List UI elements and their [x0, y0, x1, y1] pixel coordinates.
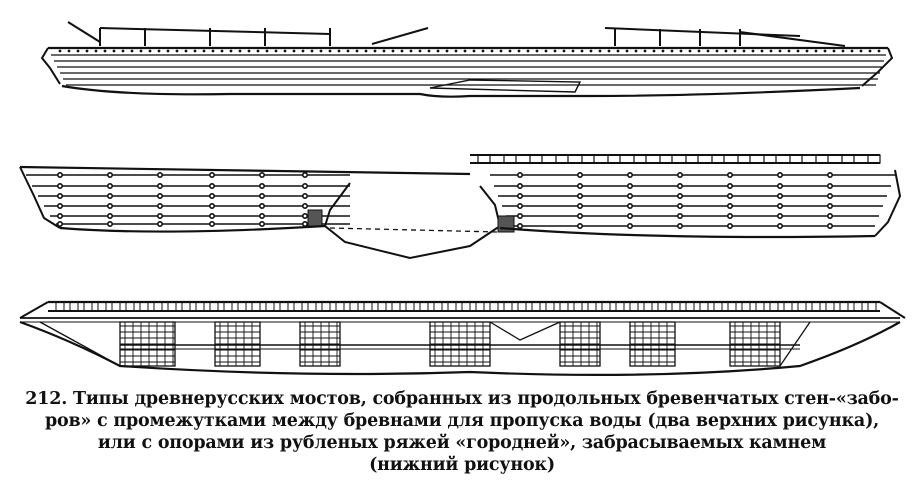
bridge-middle-log-wall-with-gap [19, 154, 902, 260]
figure-caption: 212. Типы древнерусских мостов, собранны… [0, 388, 924, 476]
bridge-illustrations [19, 21, 906, 377]
bridge-top-log-wall [40, 21, 894, 98]
caption-line-1: 212. Типы древнерусских мостов, собранны… [25, 389, 899, 409]
caption-line-4: (нижний рисунок) [369, 455, 555, 475]
caption-line-3: или с опорами из рубленых ряжей «городне… [97, 433, 827, 453]
caption-line-2: ров» с промежутками между бревнами для п… [44, 411, 880, 431]
bridge-bottom-crib-piers [19, 300, 906, 377]
